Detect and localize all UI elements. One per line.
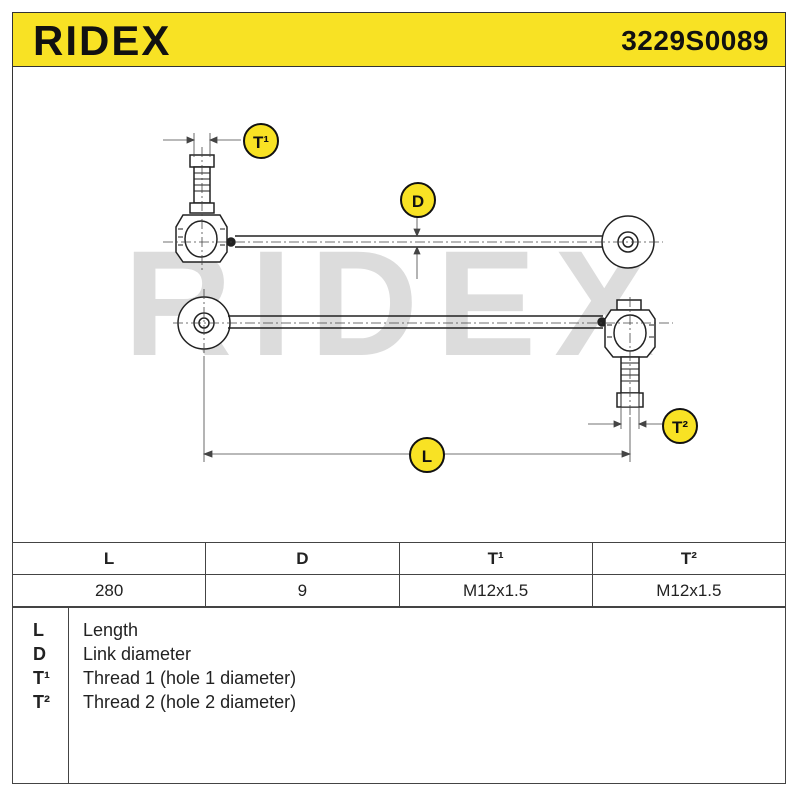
brand-logo-text: RIDEX (33, 19, 171, 63)
spec-table: L D T¹ T² 280 9 M12x1.5 M12x1.5 (11, 542, 787, 607)
spec-value-l: 280 (11, 574, 207, 607)
spec-value-row: 280 9 M12x1.5 M12x1.5 (11, 574, 787, 607)
legend-desc: Thread 1 (hole 1 diameter) (83, 668, 297, 688)
legend-key: D (33, 644, 46, 664)
header-bar: RIDEX 3229S0089 (12, 12, 786, 67)
callout-t1-label: T¹ (253, 133, 269, 152)
legend-row: T² Thread 2 (hole 2 diameter) (13, 692, 785, 716)
legend-desc: Length (83, 620, 139, 640)
spec-header-l: L (11, 542, 207, 575)
ridex-logo: RIDEX (33, 19, 171, 63)
t1-dimension (163, 133, 241, 157)
legend-box: L Length D Link diameter T¹ Thread 1 (ho… (12, 607, 786, 784)
spec-value-t1: M12x1.5 (398, 574, 593, 607)
callout-l: L (409, 437, 445, 473)
legend-divider (68, 608, 69, 783)
legend-row: L Length (13, 620, 785, 644)
d-dimension (413, 212, 421, 279)
part-number: 3229S0089 (621, 25, 769, 56)
spec-header-row: L D T¹ T² (11, 542, 787, 575)
callout-d: D (400, 182, 436, 218)
legend-key: L (33, 620, 44, 640)
spec-header-t2: T² (591, 542, 787, 575)
spec-header-d: D (205, 542, 400, 575)
callout-l-label: L (422, 447, 432, 466)
spec-value-d: 9 (205, 574, 400, 607)
t2-dimension (588, 407, 663, 429)
spec-value-t2: M12x1.5 (591, 574, 787, 607)
legend-row: T¹ Thread 1 (hole 1 diameter) (13, 668, 785, 692)
legend-desc: Thread 2 (hole 2 diameter) (83, 692, 297, 712)
legend-key: T² (33, 692, 50, 712)
callout-t1: T¹ (243, 123, 279, 159)
legend-key: T¹ (33, 668, 50, 688)
spec-header-t1: T¹ (398, 542, 593, 575)
legend-desc: Link diameter (83, 644, 192, 664)
technical-drawing: RIDEX (124, 123, 698, 473)
callout-t2-label: T² (672, 418, 688, 437)
callout-d-label: D (412, 192, 424, 211)
callout-t2: T² (662, 408, 698, 444)
legend-row: D Link diameter (13, 644, 785, 668)
